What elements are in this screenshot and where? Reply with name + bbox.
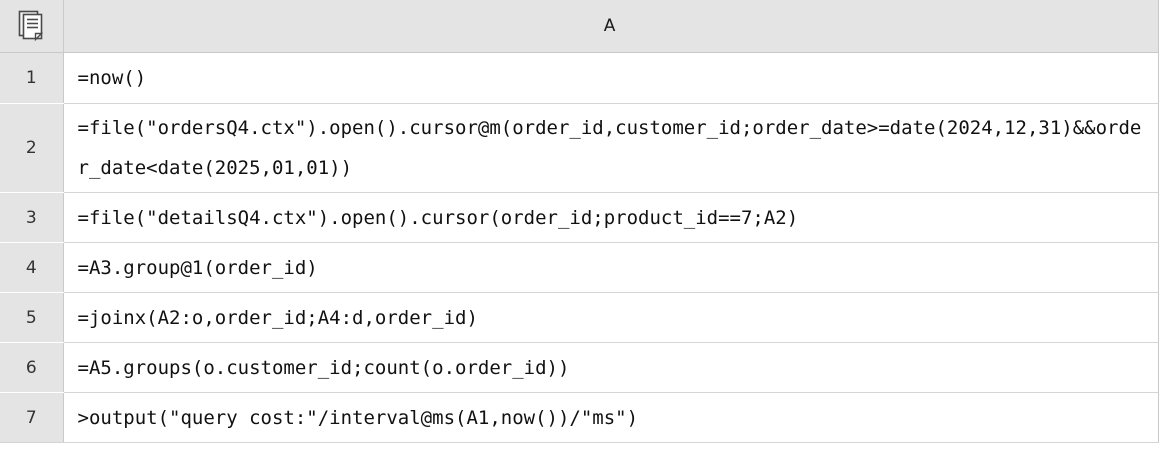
cell-a2[interactable]: =file("ordersQ4.ctx").open().cursor@m(or… <box>63 103 1160 193</box>
table-row[interactable]: 3 =file("detailsQ4.ctx").open().cursor(o… <box>0 192 1160 243</box>
grid-header-row: A <box>0 0 1160 53</box>
cell-a7[interactable]: >output("query cost:"/interval@ms(A1,now… <box>63 392 1160 443</box>
row-header-7[interactable]: 7 <box>0 392 64 443</box>
cell-a4[interactable]: =A3.group@1(order_id) <box>63 242 1160 293</box>
table-row[interactable]: 5 =joinx(A2:o,order_id;A4:d,order_id) <box>0 292 1160 343</box>
formula-grid[interactable]: A 1 =now() 2 =file("ordersQ4.ctx").open(… <box>0 0 1160 443</box>
documents-stack-icon <box>16 9 46 43</box>
cell-a1[interactable]: =now() <box>63 52 1160 104</box>
table-row[interactable]: 2 =file("ordersQ4.ctx").open().cursor@m(… <box>0 103 1160 193</box>
table-row[interactable]: 1 =now() <box>0 52 1160 104</box>
column-header-a[interactable]: A <box>63 0 1160 53</box>
row-header-1[interactable]: 1 <box>0 52 64 104</box>
cell-a6[interactable]: =A5.groups(o.customer_id;count(o.order_i… <box>63 342 1160 393</box>
select-all-corner[interactable] <box>0 0 64 53</box>
row-header-6[interactable]: 6 <box>0 342 64 393</box>
cell-a5[interactable]: =joinx(A2:o,order_id;A4:d,order_id) <box>63 292 1160 343</box>
table-row[interactable]: 6 =A5.groups(o.customer_id;count(o.order… <box>0 342 1160 393</box>
column-header-a-label: A <box>603 16 616 36</box>
row-header-4[interactable]: 4 <box>0 242 64 293</box>
table-row[interactable]: 4 =A3.group@1(order_id) <box>0 242 1160 293</box>
cell-a3[interactable]: =file("detailsQ4.ctx").open().cursor(ord… <box>63 192 1160 243</box>
row-header-3[interactable]: 3 <box>0 192 64 243</box>
row-header-2[interactable]: 2 <box>0 103 64 193</box>
table-row[interactable]: 7 >output("query cost:"/interval@ms(A1,n… <box>0 392 1160 443</box>
row-header-5[interactable]: 5 <box>0 292 64 343</box>
